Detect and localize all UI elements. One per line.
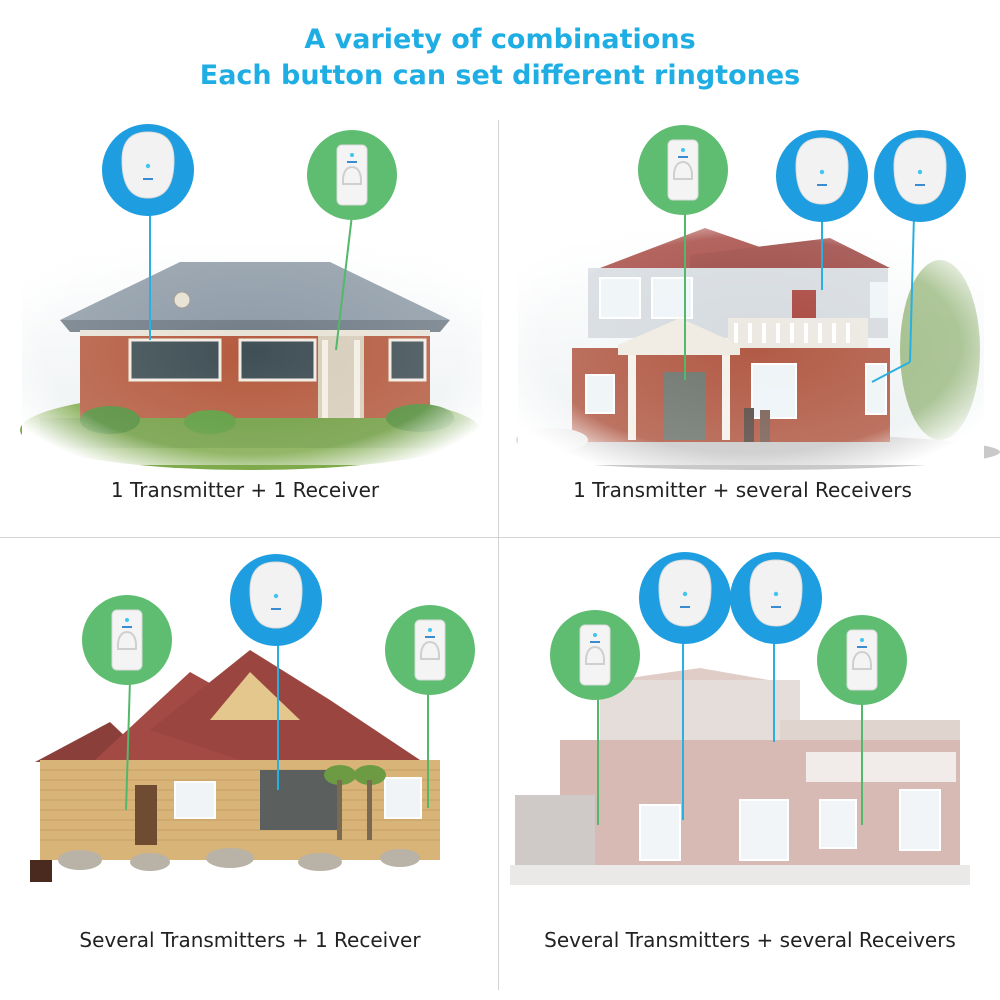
receiver-icon [729,551,823,645]
transmitter-icon [384,604,476,696]
caption-q4: Several Transmitters + several Receivers [544,928,956,952]
receiver-icon [229,553,323,647]
caption-q1: 1 Transmitter + 1 Receiver [110,478,380,502]
vertical-divider [498,120,499,990]
horizontal-divider [0,537,1000,538]
receiver-icon [775,129,869,223]
transmitter-icon [81,594,173,686]
page-title-line-1: A variety of combinations [304,24,696,55]
house-4-illustration [510,660,980,885]
receiver-icon [101,123,195,217]
house-2-illustration [516,225,1000,470]
house-1-illustration [20,240,482,470]
connector-lines [125,205,915,825]
receiver-icon [873,129,967,223]
page-title-line-2: Each button can set different ringtones [199,60,801,91]
transmitter-icon [637,124,729,216]
transmitter-icon [549,609,641,701]
caption-q2: 1 Transmitter + several Receivers [573,478,912,502]
transmitter-icon [306,129,398,221]
house-3-illustration [18,640,458,885]
receiver-icon [638,551,732,645]
transmitter-icon [816,614,908,706]
caption-q3: Several Transmitters + 1 Receiver [79,928,421,952]
